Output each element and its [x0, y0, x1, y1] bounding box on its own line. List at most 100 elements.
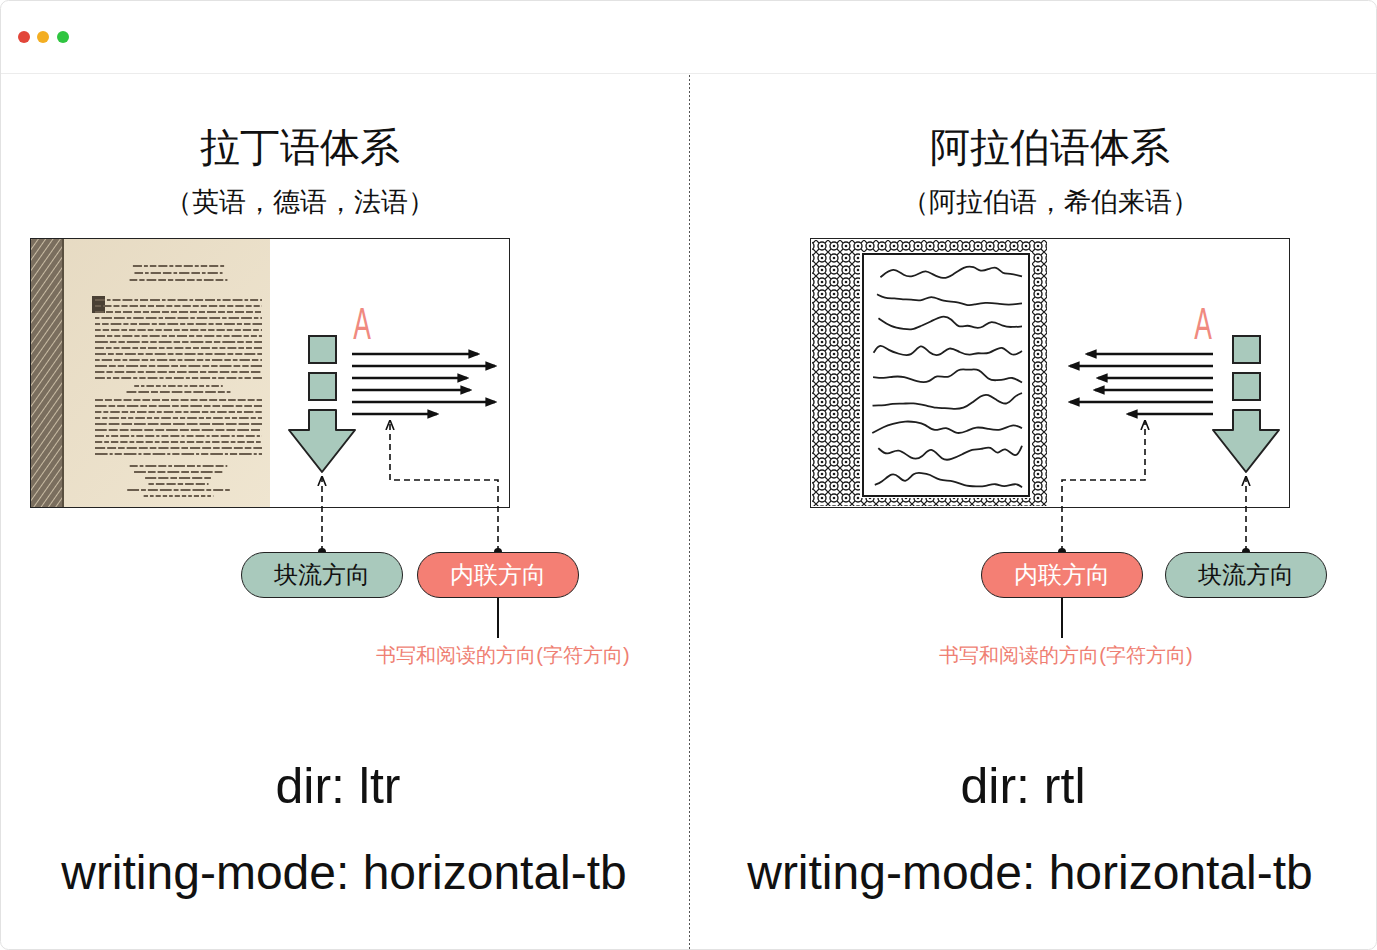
script-line	[877, 294, 1022, 305]
manuscript-text-lines	[95, 266, 262, 496]
pill-label: 块流方向	[1198, 562, 1294, 588]
ornament-border	[812, 240, 860, 506]
text-line	[134, 471, 223, 473]
text-line	[95, 359, 262, 361]
script-line	[873, 369, 1022, 382]
text-line	[95, 323, 262, 325]
inline-arrow	[352, 401, 495, 404]
column-subheading: （阿拉伯语，希伯来语）	[902, 187, 1199, 218]
text-line	[95, 317, 262, 319]
script-line	[873, 393, 1022, 409]
dashed-pointer	[321, 477, 323, 552]
text-line	[95, 305, 262, 307]
block-square	[309, 373, 336, 400]
pill-label: 块流方向	[274, 562, 370, 588]
direction-note: 书写和阅读的方向(字符方向)	[376, 644, 629, 667]
direction-note: 书写和阅读的方向(字符方向)	[939, 644, 1192, 667]
direction-pill: 块流方向	[241, 552, 403, 598]
text-line	[95, 371, 262, 373]
window-dot	[57, 31, 69, 43]
leader-line	[1061, 598, 1063, 638]
illustration-frame	[811, 239, 1290, 508]
inline-arrow	[1070, 401, 1213, 404]
manuscript-page	[31, 239, 270, 507]
block-square	[1233, 373, 1260, 400]
ltr-arrows	[289, 336, 495, 472]
dashed-pointer	[1062, 421, 1145, 552]
column-heading: 拉丁语体系	[200, 124, 400, 170]
manuscript-page	[812, 240, 1048, 506]
pill-label: 内联方向	[450, 562, 546, 588]
arabic-illustration	[811, 239, 1290, 508]
character-sample: A	[1194, 299, 1212, 350]
text-line	[130, 279, 228, 281]
text-line	[130, 465, 228, 467]
ornament-border	[1032, 240, 1047, 506]
pill-label: 内联方向	[1014, 562, 1110, 588]
inline-arrow	[352, 377, 467, 380]
inline-arrow	[352, 413, 437, 416]
inline-arrow	[1098, 377, 1213, 380]
character-sample: A	[353, 299, 371, 350]
script-line	[875, 473, 1022, 488]
illustration-frame	[31, 239, 510, 508]
text-line	[95, 453, 262, 455]
rtl-arrows	[1070, 336, 1279, 472]
text-line	[95, 341, 262, 343]
script-line	[872, 421, 1022, 433]
text-line	[95, 441, 262, 443]
text-line	[144, 495, 214, 497]
block-flow-arrow	[1213, 410, 1279, 472]
text-line	[95, 299, 262, 301]
text-line	[95, 447, 262, 449]
text-line	[95, 429, 262, 431]
manuscript-script-lines	[872, 267, 1022, 488]
text-line	[133, 265, 224, 267]
inline-arrows	[352, 354, 495, 414]
text-line	[95, 335, 262, 337]
text-line	[95, 311, 262, 313]
text-line	[95, 405, 262, 407]
text-line	[145, 477, 212, 479]
dashed-pointer	[390, 421, 498, 552]
title-bar-rule	[1, 73, 1376, 74]
css-writing-mode: writing-mode: horizontal-tb	[61, 845, 627, 900]
leader-line	[497, 598, 499, 638]
inline-arrow	[352, 365, 495, 368]
ornament-border	[860, 240, 1032, 252]
script-line	[878, 446, 1022, 460]
css-dir: dir: rtl	[961, 758, 1086, 816]
direction-pill: 内联方向	[981, 552, 1143, 598]
initial-letter	[92, 296, 105, 313]
text-line	[95, 399, 262, 401]
block-square	[1233, 336, 1260, 363]
inline-arrow	[1087, 353, 1213, 356]
text-line	[95, 411, 262, 413]
text-panel	[863, 254, 1029, 496]
direction-pill: 内联方向	[417, 552, 579, 598]
column-divider	[689, 75, 690, 950]
inline-arrow	[352, 353, 478, 356]
inline-arrow	[1070, 365, 1213, 368]
text-line	[134, 385, 223, 387]
script-line	[880, 267, 1022, 278]
column-heading: 阿拉伯语体系	[930, 124, 1170, 170]
text-line	[95, 347, 262, 349]
inline-arrows	[1070, 354, 1213, 414]
window-dot	[37, 31, 49, 43]
inline-arrow	[352, 389, 470, 392]
latin-illustration	[31, 239, 510, 508]
text-line	[95, 423, 262, 425]
woodcut-edge	[31, 239, 63, 507]
window-dot	[18, 31, 30, 43]
leader-lines	[322, 421, 1246, 638]
text-line	[148, 483, 208, 485]
text-line	[95, 365, 262, 367]
script-line	[874, 346, 1022, 355]
inline-arrow	[1095, 389, 1213, 392]
column-subheading: （英语，德语，法语）	[165, 187, 435, 218]
text-line	[95, 329, 262, 331]
css-dir: dir: ltr	[276, 758, 401, 816]
